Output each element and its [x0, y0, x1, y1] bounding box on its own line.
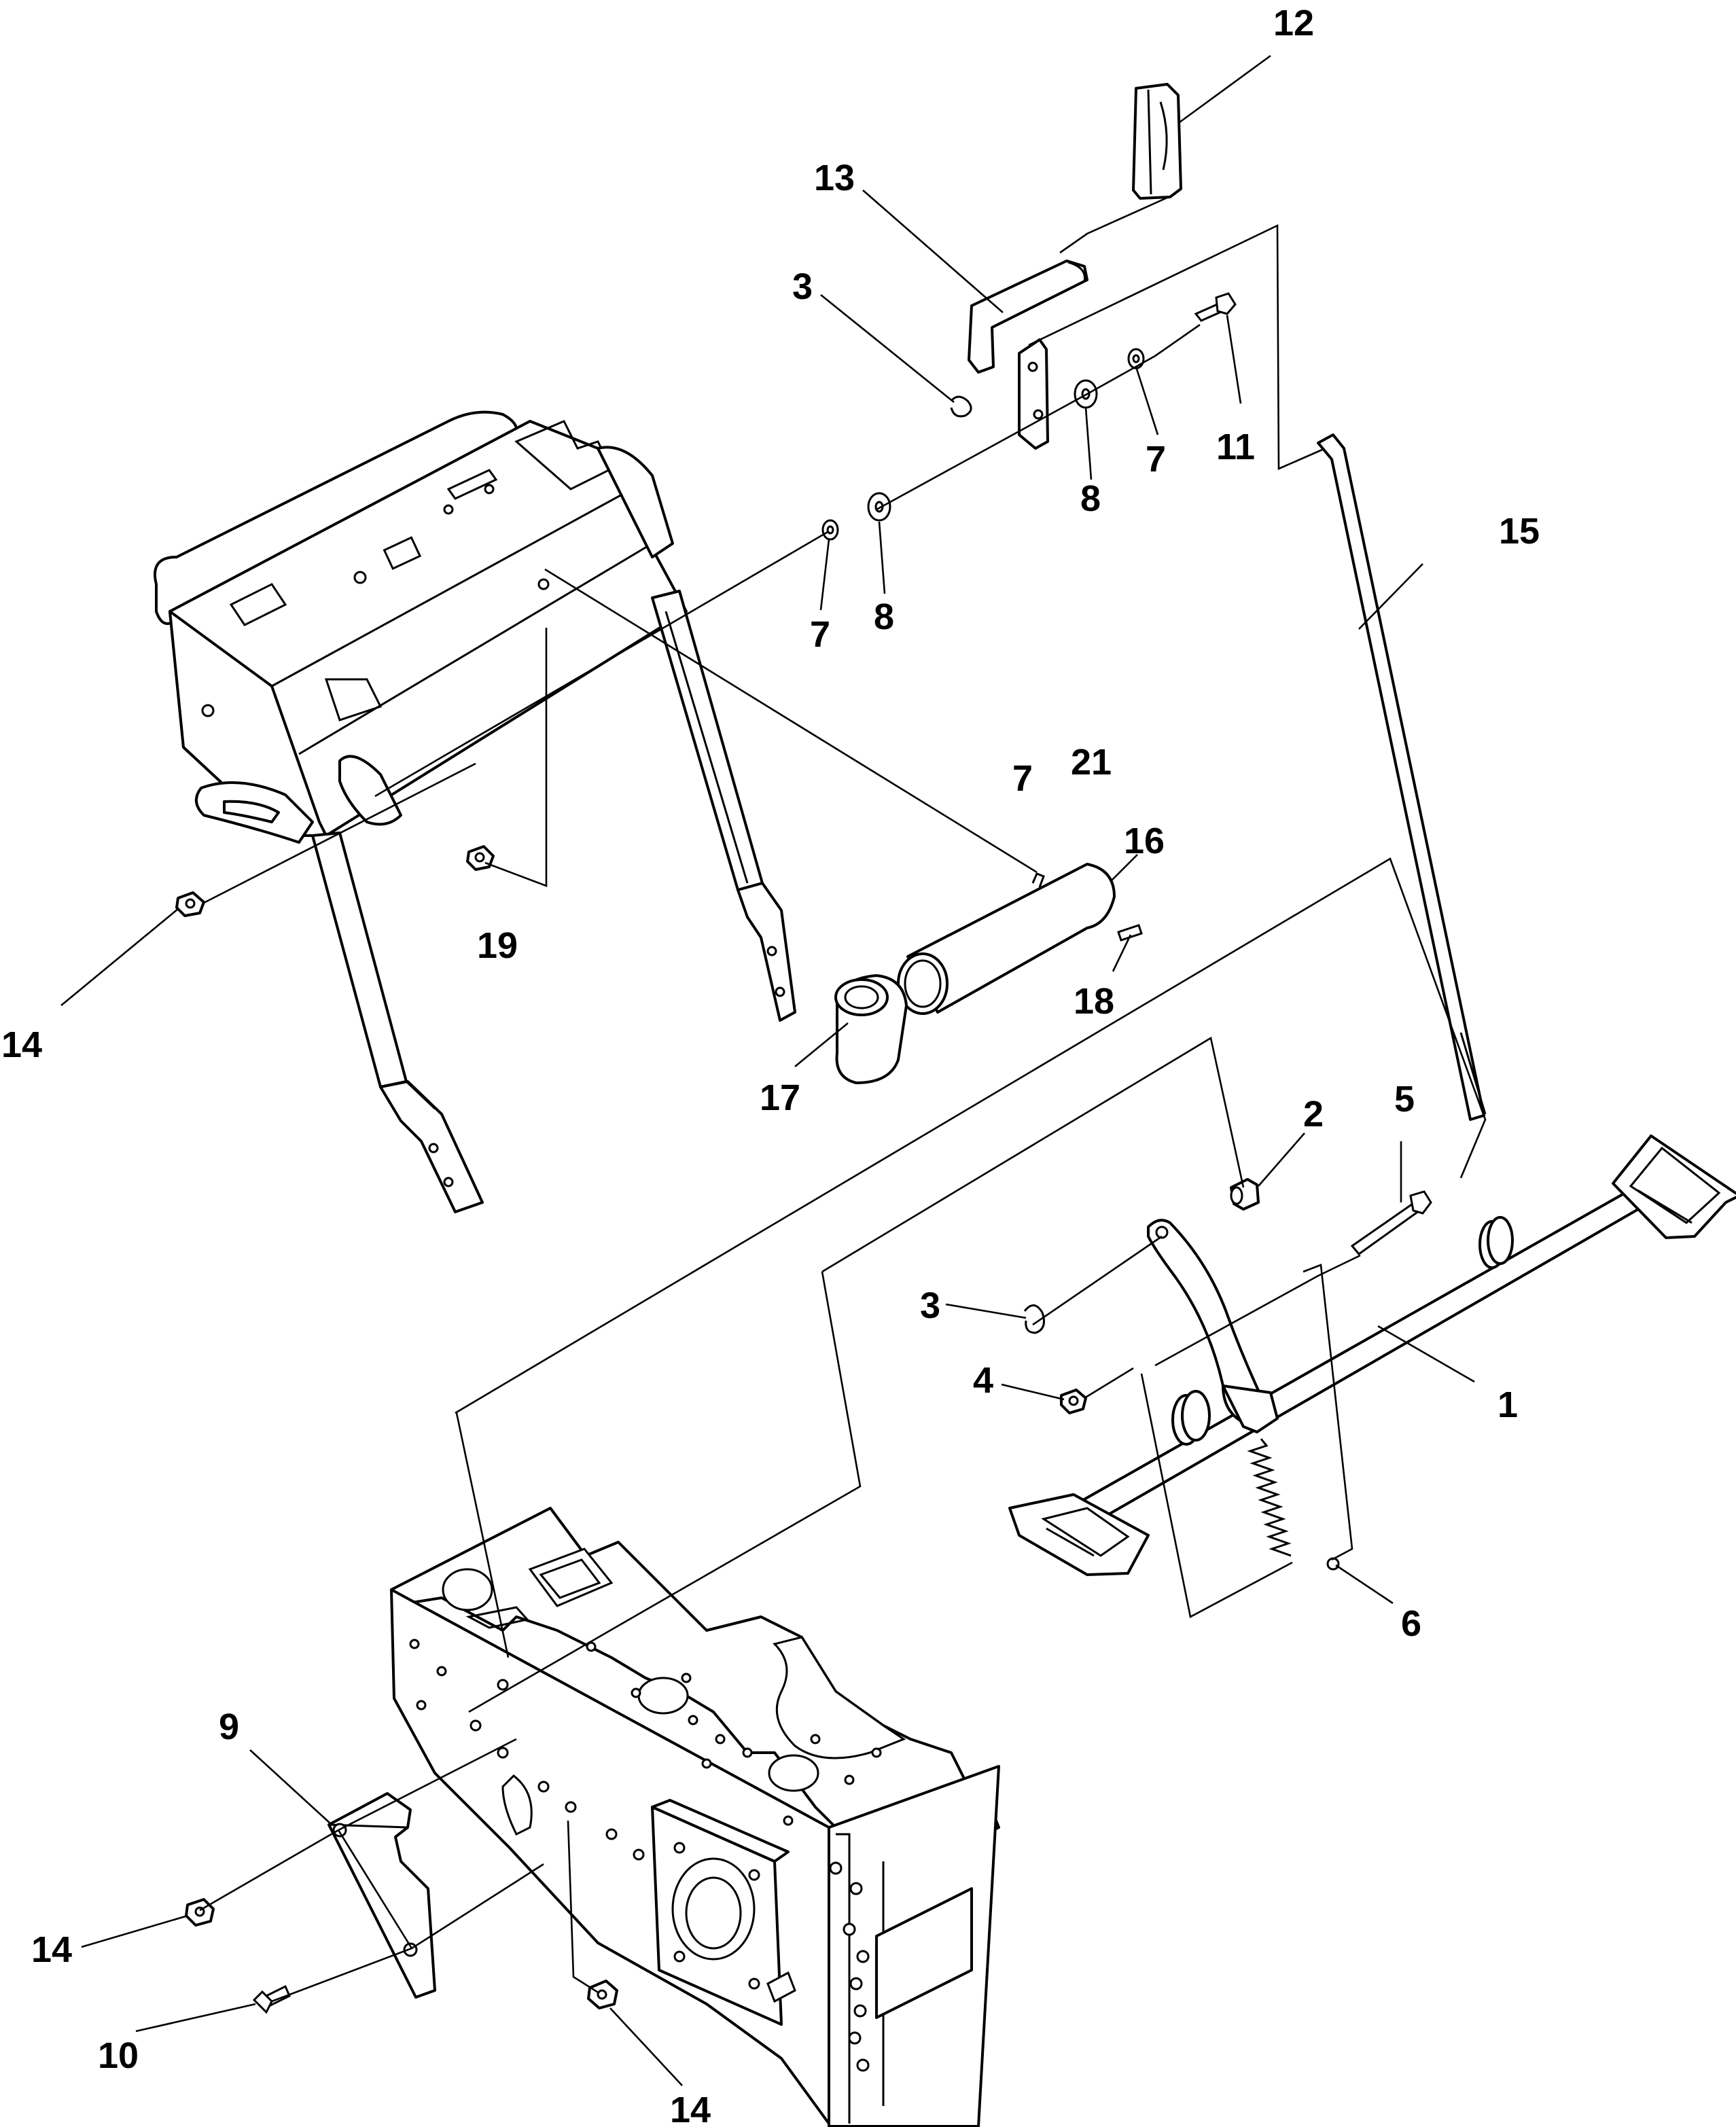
callout-18: 18	[1074, 981, 1114, 1022]
part-8-washer-mid	[867, 492, 891, 522]
callout-3-lower: 3	[920, 1285, 940, 1326]
leader-lines	[60, 54, 1487, 2086]
callout-16: 16	[1124, 821, 1165, 861]
part-18-screw	[1117, 924, 1143, 942]
part-9-bracket	[327, 1792, 436, 1999]
part-4-nut	[1060, 1389, 1087, 1414]
callout-8-top: 8	[1080, 478, 1101, 519]
part-3-clip-lower	[1023, 1304, 1045, 1334]
part-13-lever-handle	[968, 260, 1088, 450]
part-16-tube	[897, 863, 1116, 1015]
callout-19: 19	[477, 925, 518, 966]
part-17-bushing	[834, 974, 908, 1084]
part-14-nut-lower-right	[587, 1980, 618, 2009]
part-11-bolt	[1194, 292, 1237, 322]
callout-10: 10	[98, 2035, 139, 2076]
callout-14-bottom: 14	[670, 2090, 711, 2127]
callout-4: 4	[973, 1360, 993, 1401]
callout-7-top: 7	[1146, 439, 1166, 480]
callout-9: 9	[219, 1706, 239, 1747]
part-3-clip-top	[950, 395, 972, 418]
callout-3-top: 3	[792, 266, 813, 307]
callout-7-lone: 7	[1012, 758, 1033, 799]
frame-chassis	[390, 1507, 1000, 2127]
callout-8-mid: 8	[874, 596, 894, 637]
callout-12: 12	[1273, 3, 1314, 43]
callout-5: 5	[1394, 1079, 1415, 1120]
callout-14-left: 14	[31, 1929, 72, 1970]
part-10-bolt	[252, 1984, 291, 2014]
handle-right-leg	[651, 590, 796, 1022]
callout-21: 21	[1071, 742, 1112, 783]
callout-2: 2	[1303, 1094, 1324, 1134]
part-14-nut-lower-left	[185, 1898, 215, 1927]
callout-1: 1	[1498, 1384, 1518, 1425]
part-1-pedal-shaft	[1008, 1134, 1736, 1576]
callout-13: 13	[814, 158, 855, 198]
callout-11: 11	[1216, 427, 1255, 467]
part-5-bolt	[1350, 1190, 1432, 1256]
handle-left-leg	[311, 832, 484, 1213]
callout-15: 15	[1499, 511, 1540, 552]
part-7-lockwasher-mid	[821, 519, 839, 541]
part-15-rod	[1317, 433, 1487, 1121]
part-2-bushing-nut	[1230, 1178, 1260, 1211]
pedal-arm	[1147, 1219, 1279, 1433]
part-19-nut	[466, 845, 495, 871]
callout-6: 6	[1401, 1603, 1421, 1644]
callout-labels: 12 13 3 11 7 8 15 7 8 7 21 16 18 19 14 1…	[1, 3, 1540, 2127]
part-12-grip	[1132, 83, 1182, 200]
callout-14-top: 14	[1, 1024, 42, 1065]
part-6-spring	[1247, 1438, 1340, 1571]
callout-7-mid: 7	[810, 614, 830, 655]
part-7-lockwasher-top	[1127, 348, 1145, 370]
upper-handle-assembly	[154, 410, 688, 844]
callout-17: 17	[760, 1077, 800, 1118]
part-14-nut-top	[175, 891, 205, 917]
